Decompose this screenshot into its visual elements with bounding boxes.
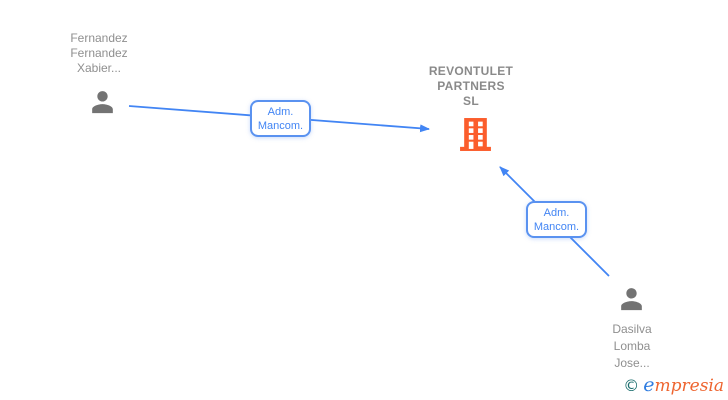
copyright-icon: © xyxy=(623,375,640,395)
relation-label-line1: Adm. xyxy=(543,206,570,219)
relation-label-adm-mancom-2[interactable]: Adm. Mancom. xyxy=(526,201,587,238)
shareholder-1-name-line1: Fernandez xyxy=(70,31,128,45)
relation-label-line2: Mancom. xyxy=(257,119,304,132)
empresia-logo: © empresia xyxy=(623,373,724,397)
shareholder-1-name-line2: Fernandez xyxy=(70,46,128,60)
shareholder-2-name-line2: Lomba xyxy=(613,339,651,353)
company-name[interactable]: REVONTULET PARTNERS SL xyxy=(406,64,536,109)
brand-first-letter: e xyxy=(643,374,655,396)
relation-label-adm-mancom-1[interactable]: Adm. Mancom. xyxy=(250,100,311,137)
person-icon[interactable] xyxy=(87,86,118,117)
shareholder-2-name[interactable]: Dasilva Lomba Jose... xyxy=(572,321,692,372)
relation-label-line1: Adm. xyxy=(267,105,294,118)
shareholder-1-name-line3: Xabier... xyxy=(76,61,122,75)
shareholder-2-name-line3: Jose... xyxy=(614,356,650,370)
shareholder-1-name[interactable]: Fernandez Fernandez Xabier... xyxy=(40,31,158,76)
company-name-line3: SL xyxy=(463,94,479,108)
shareholder-2-name-line1: Dasilva xyxy=(612,322,652,336)
relation-label-line2: Mancom. xyxy=(533,220,580,233)
person-icon[interactable] xyxy=(616,283,647,314)
building-icon[interactable] xyxy=(458,117,493,152)
company-name-line1: REVONTULET xyxy=(428,64,514,78)
company-name-line2: PARTNERS xyxy=(437,79,505,93)
brand-name: mpresia xyxy=(654,376,725,396)
